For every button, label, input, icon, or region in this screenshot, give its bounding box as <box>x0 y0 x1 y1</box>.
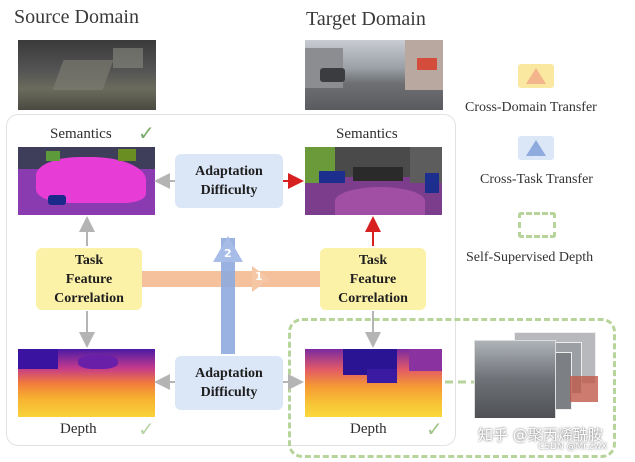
adapt-top-line1: Adaptation <box>195 164 263 179</box>
semantics-label-left: Semantics <box>50 126 112 142</box>
task-right-line1: Task <box>358 252 388 268</box>
cross-task-band-head <box>213 236 243 262</box>
cross-task-badge-label: 2 <box>224 247 232 260</box>
legend-cross-task-label: Cross-Task Transfer <box>480 172 593 187</box>
target-semantic-map <box>305 147 442 215</box>
legend-cross-domain-label: Cross-Domain Transfer <box>465 100 597 115</box>
legend-cross-domain-swatch <box>518 64 554 88</box>
task-right-line2: Feature <box>349 271 397 287</box>
task-feature-correlation-left: Task Feature Correlation <box>36 248 142 310</box>
source-semantic-map <box>18 147 155 215</box>
task-left-line1: Task <box>74 252 104 268</box>
cross-task-band <box>221 238 235 354</box>
video-frames-image <box>474 332 602 418</box>
depth-label-right: Depth <box>350 421 387 437</box>
adaptation-difficulty-bottom: Adaptation Difficulty <box>175 356 283 410</box>
task-left-line3: Correlation <box>54 290 124 306</box>
target-depth-map <box>305 349 442 417</box>
check-icon-semantics: ✓ <box>138 121 155 145</box>
legend-self-supervised-label: Self-Supervised Depth <box>466 250 594 265</box>
target-domain-title: Target Domain <box>306 8 426 30</box>
adapt-bottom-line1: Adaptation <box>195 366 263 381</box>
source-depth-map <box>18 349 155 417</box>
semantics-label-right: Semantics <box>336 126 398 142</box>
check-icon-depth-left: ✓ <box>138 417 155 441</box>
task-left-line2: Feature <box>65 271 113 287</box>
check-icon-depth-right: ✓ <box>426 417 443 441</box>
task-right-line3: Correlation <box>338 290 408 306</box>
watermark-main: 知乎 @聚丙烯酰胺 <box>478 426 603 444</box>
adapt-bottom-line2: Difficulty <box>200 385 258 400</box>
source-domain-title: Source Domain <box>14 6 139 28</box>
depth-label-left: Depth <box>60 421 97 437</box>
cross-domain-band-head <box>252 266 270 292</box>
adaptation-difficulty-top: Adaptation Difficulty <box>175 154 283 208</box>
adapt-top-line2: Difficulty <box>200 183 258 198</box>
cross-domain-badge-label: 1 <box>255 270 263 283</box>
watermark-sub: CSDN @Mr.zwX <box>538 442 608 452</box>
target-domain-image <box>305 40 443 110</box>
task-feature-correlation-right: Task Feature Correlation <box>320 248 426 310</box>
source-domain-image <box>18 40 156 110</box>
legend-cross-task-swatch <box>518 136 554 160</box>
method-panel <box>6 114 456 446</box>
legend-self-supervised-swatch <box>518 212 556 238</box>
